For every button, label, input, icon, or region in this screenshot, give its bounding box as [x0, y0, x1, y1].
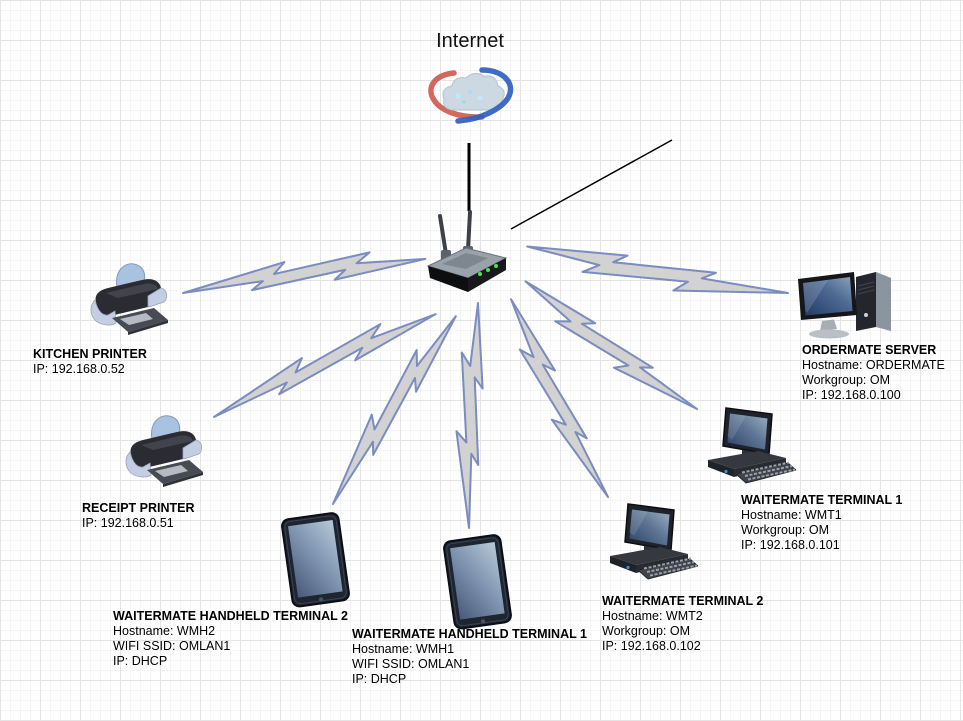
cloud-sparkle [468, 90, 472, 94]
node-detail: IP: DHCP [113, 654, 168, 668]
tray-edge [163, 472, 203, 487]
power-led-icon [724, 469, 728, 474]
internet-cloud-icon[interactable] [424, 66, 516, 130]
wireless-bolt-connector[interactable] [524, 241, 790, 307]
ordermate-server-icon[interactable] [794, 265, 898, 345]
monitor-stand [820, 319, 837, 331]
system-unit-front [610, 556, 636, 573]
printer-left-panel [90, 299, 117, 326]
printer-right-panel [182, 439, 203, 460]
power-led-icon [626, 565, 630, 570]
antenna-icon [438, 214, 448, 256]
printer-gloss [141, 435, 193, 450]
screen-glare [727, 413, 746, 440]
paper-sheet [120, 313, 153, 325]
node-detail: Hostname: ORDERMATE [802, 358, 945, 372]
router-front [428, 266, 468, 292]
waitermate-terminal-1-label: WAITERMATE TERMINAL 1 Hostname: WMT1 Wor… [741, 493, 902, 553]
handheld-terminal-1-label: WAITERMATE HANDHELD TERMINAL 1 Hostname:… [352, 627, 587, 687]
system-unit-front [708, 460, 734, 477]
tower-vents [857, 281, 875, 295]
cloud-shape [442, 72, 505, 111]
system-unit-top [708, 451, 786, 469]
node-detail: Hostname: WMT1 [741, 508, 842, 522]
monitor-screen [727, 413, 768, 450]
node-detail: IP: 192.168.0.52 [33, 362, 125, 376]
wireless-bolt-connector[interactable] [455, 302, 484, 530]
wireless-bolt-connector[interactable] [208, 295, 438, 428]
internet-label: Internet [436, 30, 504, 52]
tablet-screen [450, 542, 505, 620]
node-detail: IP: DHCP [352, 672, 407, 686]
printer-right-panel [147, 287, 168, 308]
led-icon [486, 268, 490, 272]
waitermate-terminal-1-icon[interactable] [696, 406, 796, 494]
keyboard-keys [741, 461, 796, 481]
monitor-base [809, 329, 849, 339]
tower-front [856, 272, 876, 331]
node-detail: WIFI SSID: OMLAN1 [352, 657, 470, 671]
wireless-router-icon[interactable] [420, 210, 512, 296]
wireless-bolt-connector[interactable] [514, 277, 705, 419]
tower-side [876, 272, 891, 331]
node-title: RECEIPT PRINTER [82, 501, 195, 515]
node-title: WAITERMATE HANDHELD TERMINAL 2 [113, 609, 348, 623]
node-title: WAITERMATE TERMINAL 1 [741, 493, 903, 507]
blue-orbit-arc [455, 67, 514, 124]
node-detail: Hostname: WMH2 [113, 624, 216, 638]
keyboard-keys [643, 557, 698, 577]
node-title: KITCHEN PRINTER [33, 347, 147, 361]
wireless-bolt-connector[interactable] [493, 297, 620, 503]
screen-glare [629, 509, 648, 536]
node-detail: Workgroup: OM [602, 624, 690, 638]
node-detail: Hostname: WMH1 [352, 642, 455, 656]
tablet-screen [288, 520, 343, 598]
node-detail: IP: 192.168.0.100 [802, 388, 901, 402]
tray-edge [128, 320, 168, 335]
led-icon [478, 272, 482, 276]
kitchen-printer-label: KITCHEN PRINTER IP: 192.168.0.52 [33, 347, 147, 377]
ordermate-server-label: ORDERMATE SERVER Hostname: ORDERMATE Wor… [802, 343, 945, 403]
red-orbit-arc [428, 70, 485, 120]
cloud-sparkle [462, 100, 466, 104]
node-detail: IP: 192.168.0.102 [602, 639, 701, 653]
kitchen-printer-icon[interactable] [82, 262, 174, 342]
power-button-icon [864, 313, 868, 317]
node-detail: WIFI SSID: OMLAN1 [113, 639, 231, 653]
monitor-screen [629, 509, 670, 546]
printer-left-panel [125, 451, 152, 478]
waitermate-terminal-2-label: WAITERMATE TERMINAL 2 Hostname: WMT2 Wor… [602, 594, 763, 654]
wireless-bolt-connector[interactable] [322, 305, 460, 510]
handheld-terminal-2-label: WAITERMATE HANDHELD TERMINAL 2 Hostname:… [113, 609, 348, 669]
paper-sheet [155, 465, 188, 477]
screen-glare [803, 280, 828, 313]
printer-gloss [106, 283, 158, 298]
receipt-printer-label: RECEIPT PRINTER IP: 192.168.0.51 [82, 501, 195, 531]
node-detail: Workgroup: OM [741, 523, 829, 537]
node-title: WAITERMATE HANDHELD TERMINAL 1 [352, 627, 587, 641]
node-detail: Hostname: WMT2 [602, 609, 703, 623]
node-detail: IP: 192.168.0.101 [741, 538, 840, 552]
home-button-icon [318, 597, 324, 602]
node-title: WAITERMATE TERMINAL 2 [602, 594, 764, 608]
antenna-icon [466, 210, 472, 252]
wireless-bolt-connector[interactable] [181, 238, 427, 306]
wired-connector[interactable] [510, 139, 673, 230]
node-detail: IP: 192.168.0.51 [82, 516, 174, 530]
cloud-sparkle [477, 95, 483, 101]
handheld-terminal-2-icon[interactable] [270, 510, 358, 610]
node-title: ORDERMATE SERVER [802, 343, 937, 357]
monitor-screen [803, 277, 853, 316]
receipt-printer-icon[interactable] [117, 414, 209, 494]
home-button-icon [480, 619, 486, 624]
cloud-sparkle [455, 93, 461, 99]
router-vents [442, 253, 488, 269]
waitermate-terminal-2-icon[interactable] [598, 502, 698, 590]
led-icon [494, 264, 498, 268]
handheld-terminal-1-icon[interactable] [432, 532, 520, 632]
node-detail: Workgroup: OM [802, 373, 890, 387]
system-unit-top [610, 547, 688, 565]
